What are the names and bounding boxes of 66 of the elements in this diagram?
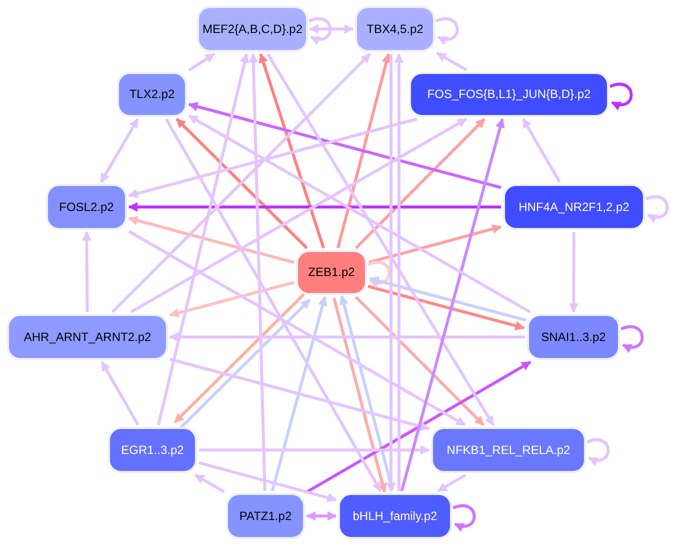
node-box: HNF4A_NR2F1,2.p2: [503, 184, 645, 230]
arrow: [170, 358, 430, 432]
arrow: [270, 296, 328, 492]
self-loop-arrow: [452, 504, 476, 532]
arrow: [169, 332, 525, 342]
arrow: [368, 224, 502, 264]
node-box: FOS_FOS{B,L1}_JUN{B,D}.p2: [409, 72, 609, 117]
arrow: [194, 474, 225, 494]
arrow: [111, 52, 372, 314]
arrow: [306, 360, 532, 494]
arrow: [198, 461, 337, 502]
self-loop-arrow: [308, 17, 332, 44]
arrow: [179, 298, 311, 429]
arrow: [128, 230, 466, 426]
self-loop-arrow: [368, 260, 391, 288]
arrow: [568, 232, 578, 313]
arrow: [164, 118, 382, 492]
self-loop-arrow: [436, 17, 459, 44]
arrow: [100, 118, 140, 183]
arrow: [386, 54, 396, 492]
arrow: [128, 202, 501, 212]
arrow: [174, 293, 306, 424]
arrow: [437, 474, 466, 492]
node-box: FOSL2.p2: [46, 184, 127, 230]
arrow: [336, 53, 391, 248]
arrow: [100, 361, 140, 426]
arrow: [306, 511, 337, 521]
arrow: [130, 118, 468, 314]
arrow: [248, 53, 266, 492]
arrow: [176, 118, 308, 250]
node-box: EGR1..3.p2: [108, 427, 197, 473]
arrow: [188, 52, 215, 72]
node-box: TBX4,5.p2: [355, 6, 435, 52]
arrow: [128, 216, 294, 264]
arrow: [394, 53, 404, 491]
self-loop-arrow: [610, 82, 633, 110]
arrow: [436, 52, 468, 72]
arrow: [332, 298, 388, 493]
arrow: [339, 295, 394, 490]
arrow: [368, 284, 525, 330]
arrow: [188, 102, 502, 189]
arrow: [354, 296, 485, 426]
arrow: [156, 53, 250, 426]
arrow: [82, 231, 92, 312]
self-loop-arrow: [620, 325, 644, 352]
arrow: [258, 53, 325, 248]
arrow: [400, 118, 505, 492]
self-loop-arrow: [586, 438, 610, 466]
node-box: SNAI1..3.p2: [527, 314, 620, 360]
node-box: MEF2{A,B,C,D}.p2: [197, 6, 308, 52]
node-box: TLX2.p2: [117, 72, 187, 117]
node-box: ZEB1.p2: [296, 250, 367, 295]
arrow: [169, 280, 294, 318]
arrow: [266, 53, 495, 426]
arrow: [188, 114, 531, 314]
node-box: PATZ1.p2: [226, 493, 305, 539]
node-box: NFKB1_REL_RELA.p2: [431, 427, 586, 473]
arrow: [199, 445, 430, 455]
node-box: AHR_ARNT_ARNT2.p2: [7, 314, 168, 360]
arrow: [354, 118, 486, 250]
node-box: bHLH_family.p2: [338, 493, 452, 539]
arrow: [128, 118, 418, 198]
self-loop-arrow: [646, 195, 669, 222]
arrow: [369, 276, 526, 322]
arrow: [522, 118, 561, 183]
arrow: [309, 24, 354, 34]
